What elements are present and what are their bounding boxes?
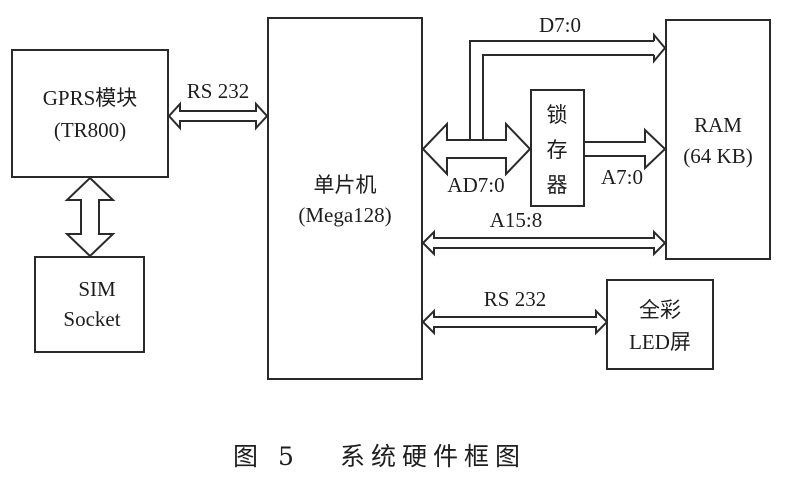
d7-0-bus-outer bbox=[469, 40, 654, 140]
latch-block: 锁 存 器 bbox=[530, 89, 585, 207]
figure-title: 系统硬件框图 bbox=[340, 442, 526, 471]
ram-size: (64 KB) bbox=[683, 144, 752, 168]
mcu-model: (Mega128) bbox=[298, 203, 391, 227]
latch-char-3: 器 bbox=[547, 173, 568, 197]
gprs-module-block: GPRS模块 (TR800) bbox=[11, 49, 169, 178]
d7-0-arrowhead bbox=[653, 32, 667, 64]
gprs-mcu-rs232-arrow bbox=[167, 101, 269, 131]
gprs-mcu-rs232-label: RS 232 bbox=[187, 79, 249, 103]
ram-label: RAM bbox=[694, 113, 742, 137]
led-screen-label-line2: LED屏 bbox=[629, 330, 691, 354]
mcu-label: 单片机 bbox=[314, 173, 377, 197]
ad7-0-double-arrow bbox=[421, 121, 532, 177]
sim-socket-block: SIM Socket bbox=[34, 256, 145, 353]
gprs-sim-double-arrow bbox=[64, 176, 116, 258]
figure-number: 图 5 bbox=[233, 442, 300, 471]
a7-0-arrow bbox=[585, 127, 667, 171]
latch-char-2: 存 bbox=[547, 138, 568, 162]
gprs-module-label: GPRS模块 bbox=[43, 86, 138, 110]
sim-socket-label-line1: SIM bbox=[78, 277, 116, 301]
sim-socket-label-line2: Socket bbox=[63, 307, 120, 331]
led-screen-label-line1: 全彩 bbox=[639, 298, 681, 322]
latch-char-1: 锁 bbox=[547, 103, 568, 127]
a7-0-label: A7:0 bbox=[601, 165, 643, 189]
d7-0-bus-inner bbox=[482, 54, 654, 140]
gprs-module-model: (TR800) bbox=[54, 118, 126, 142]
ram-block: RAM (64 KB) bbox=[665, 19, 771, 260]
mcu-led-rs232-arrow bbox=[421, 308, 609, 336]
d7-0-label: D7:0 bbox=[539, 13, 581, 37]
led-screen-block: 全彩 LED屏 bbox=[606, 279, 714, 370]
mcu-led-rs232-label: RS 232 bbox=[484, 287, 546, 311]
a15-8-label: A15:8 bbox=[490, 208, 543, 232]
a15-8-double-arrow bbox=[421, 229, 667, 257]
mcu-block: 单片机 (Mega128) bbox=[267, 17, 423, 380]
ad7-0-label: AD7:0 bbox=[447, 173, 504, 197]
